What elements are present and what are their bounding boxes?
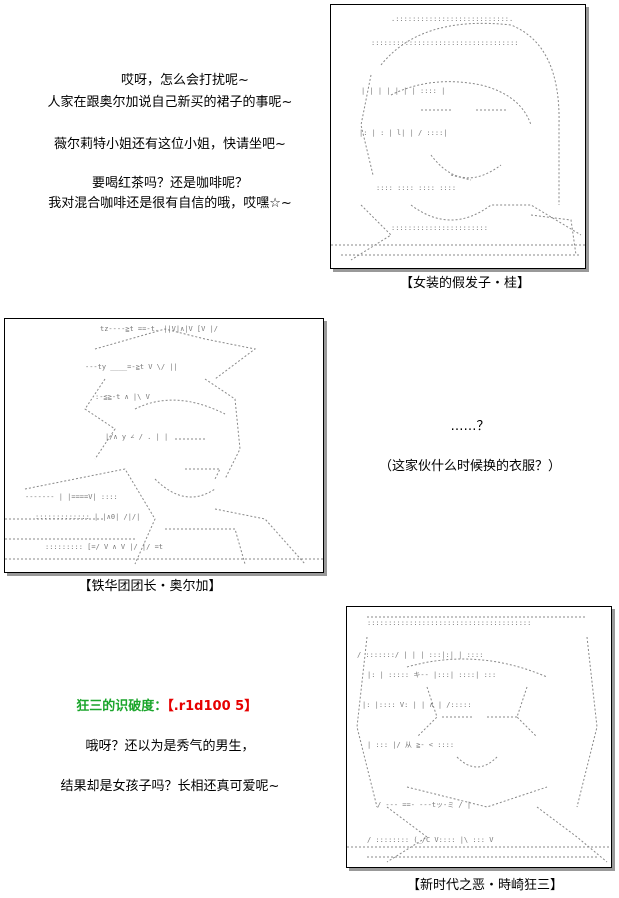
- ascii-art-katsura-drawing: .:::::::::::::::::::::::::::. ::::::::::…: [331, 15, 585, 261]
- svg-text:|: |:::: V: | | ∧ | /:::::: |: |:::: V: | | ∧ | /:::::: [362, 701, 472, 709]
- svg-text:---ty ____=-≧t V \/ ||: ---ty ____=-≧t V \/ ||: [85, 363, 178, 371]
- ascii-art-orga: tz----≧t ==-t. ||V|∧|V [V |/ ---ty ____=…: [4, 318, 324, 573]
- svg-text:------- | |====V| ::::: ------- | |====V| ::::: [25, 493, 118, 501]
- svg-text:/ :::::::/ | | | :::|:| |: / :::::::/ | | | :::|:| | ::::: [357, 651, 483, 659]
- dialog-line: 我对混合咖啡还是很有自信的哦，哎嘿☆~: [48, 196, 292, 211]
- svg-text:::::::::::::::::::::::::::::::: :::::::::::::::::::::::::::::::::::::::: [367, 619, 531, 627]
- svg-text:| | | | | | | :::: |: | | | | | | | :::: |: [361, 87, 445, 95]
- svg-text:tz----≧t ==-t. ||V|∧|V [V |/: tz----≧t ==-t. ||V|∧|V [V |/: [100, 325, 218, 333]
- dialog-line: 薇尔莉特小姐还有这位小姐，快请坐吧~: [54, 137, 286, 152]
- ascii-art-orga-drawing: tz----≧t ==-t. ||V|∧|V [V |/ ---ty ____=…: [5, 325, 323, 565]
- caption-katsura: 【女装的假发子・桂】: [399, 276, 530, 291]
- svg-text::-≦≧-t ∧ |\ V: :-≦≧-t ∧ |\ V: [95, 393, 151, 401]
- svg-text:|: | ::::: キ-- |:::| ::::| ::: |: | ::::: キ-- |:::| ::::| :::: [367, 671, 496, 679]
- svg-text::::: :::: :::: ::::: :::: :::: :::: ::::: [376, 184, 456, 192]
- svg-text:::::::::::::::::::::::::::::::: :::::::::::::::::::::::::::::::::::: [371, 39, 519, 47]
- svg-text:::::::::::::: | |∧0| /|/|: ::::::::::::: | |∧0| /|/|: [35, 513, 140, 521]
- roll-line: 狂三的识破度：【.r1d100 5】: [68, 681, 308, 715]
- roll-label: 狂三的识破度：: [76, 699, 168, 714]
- dialog-line: 要喝红茶吗？还是咖啡呢？: [91, 176, 248, 191]
- dialog-line: 结果却是女孩子吗？长相还真可爱呢~: [60, 779, 280, 794]
- caption-orga: 【铁华团团长・奥尔加】: [78, 579, 222, 594]
- ascii-art-katsura: .:::::::::::::::::::::::::::. ::::::::::…: [330, 4, 586, 269]
- dialog-line: ……？: [450, 419, 490, 434]
- roll-value: 【.r1d100 5】: [167, 699, 258, 714]
- caption-kurumi: 【新时代之恶・時崎狂三】: [406, 878, 563, 893]
- dialog-line: （这家伙什么时候换的衣服？）: [378, 459, 561, 474]
- svg-text:::::::::: [=/ V ∧ V |/ |/ =t: ::::::::: [=/ V ∧ V |/ |/ =t: [45, 543, 163, 551]
- ascii-art-kurumi: ::::::::::::::::::::::::::::::::::::::: …: [346, 606, 612, 868]
- svg-text:.:::::::::::::::::::::::::::.: .:::::::::::::::::::::::::::.: [391, 15, 513, 23]
- ascii-art-kurumi-drawing: ::::::::::::::::::::::::::::::::::::::: …: [347, 616, 611, 863]
- svg-text:/ --- ==- ---tッ-ミ / |: / --- ==- ---tッ-ミ / |: [377, 801, 471, 809]
- svg-text:| ::: |/ 从 ≧- < ::::: | ::: |/ 从 ≧- < ::::: [367, 741, 454, 749]
- svg-text:/ :::::::: (_/C V:::: |\ ::: V: / :::::::: (_/C V:::: |\ ::: V: [367, 836, 494, 844]
- dialog-line: 人家在跟奥尔加说自己新买的裙子的事呢~: [47, 95, 293, 110]
- svg-text:|/∧ y ∠ / . | |: |/∧ y ∠ / . | |: [105, 433, 168, 441]
- svg-text:|: | : | l| | / ::::|: |: | : | l| | / ::::|: [359, 129, 448, 137]
- svg-text::::::::::::::::::::::::: :::::::::::::::::::::::: [391, 224, 488, 232]
- dialog-line: 哎呀，怎么会打扰呢~: [121, 73, 249, 88]
- dialog-line: 哦呀？还以为是秀气的男生，: [85, 739, 255, 754]
